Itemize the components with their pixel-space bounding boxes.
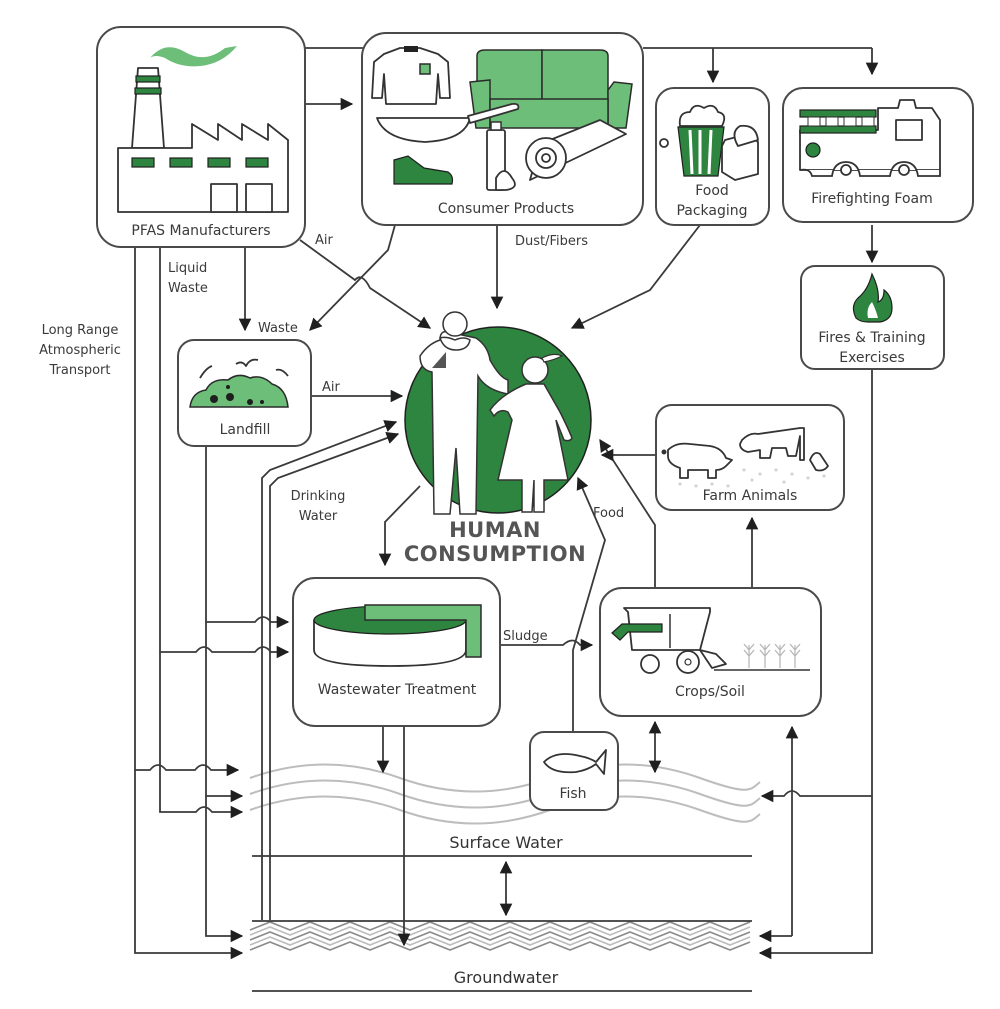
arrow-fires-to-groundwater — [758, 370, 873, 960]
node-firefighting-foam: Firefighting Foam — [782, 87, 974, 223]
node-label: PFAS Manufacturers — [131, 223, 270, 239]
node-pfas-manufacturers: PFAS Manufacturers — [96, 26, 306, 248]
arrow-landfill-to-groundwater — [205, 796, 244, 943]
node-food-packaging: Food Packaging — [655, 87, 770, 226]
family-icon — [419, 311, 573, 515]
node-wastewater-treatment: Wastewater Treatment — [292, 577, 501, 727]
edge-label-dust-fibers: Dust/Fibers — [515, 234, 588, 249]
node-landfill: Landfill — [177, 339, 312, 447]
arrow-liquid-waste-to-surface — [159, 652, 244, 819]
node-label-line2: Exercises — [839, 350, 905, 366]
edge-label-landfill-air: Air — [322, 380, 341, 395]
arrow-air-to-human — [299, 239, 432, 329]
arrow-consumer-to-landfill — [309, 224, 396, 331]
arrow-human-to-wastewater — [378, 485, 421, 567]
arrow-landfill-to-wastewater — [205, 446, 290, 629]
arrow-long-range-to-surface — [134, 245, 240, 777]
fish-icon — [543, 749, 607, 775]
groundwater-waves — [249, 921, 751, 951]
edge-label-long-range-1: Long Range — [42, 323, 119, 338]
farm-animals-icon — [661, 427, 829, 488]
node-label-line1: Fires & Training — [818, 330, 925, 346]
fire-truck-icon — [799, 99, 941, 177]
arrow-fish-food-to-human — [572, 476, 606, 732]
harvester-icon — [611, 607, 810, 674]
groundwater-wave-line — [249, 931, 751, 941]
landfill-icon — [189, 358, 289, 408]
line-drinking-water-2 — [269, 431, 400, 920]
node-label: Wastewater Treatment — [318, 682, 477, 698]
node-crops-soil: Crops/Soil — [599, 587, 822, 717]
node-label-line1: Food — [695, 183, 729, 199]
factory-icon — [117, 46, 289, 213]
node-label: Firefighting Foam — [811, 191, 933, 207]
edge-label-air: Air — [315, 233, 334, 248]
node-label: Crops/Soil — [675, 684, 745, 700]
groundwater-wave-line — [249, 941, 751, 951]
edge-label-drinking-water-2: Water — [299, 509, 338, 524]
edge-label-food: Food — [593, 506, 624, 521]
consumer-goods-icon — [371, 46, 633, 191]
popcorn-takeout-icon — [659, 104, 759, 181]
node-label-line1: HUMAN — [449, 518, 541, 542]
arrow-long-range-to-groundwater — [134, 770, 244, 960]
groundwater-label: Groundwater — [454, 968, 559, 987]
arrow-sludge-to-crops — [500, 638, 594, 652]
node-label: Landfill — [220, 422, 271, 438]
edge-label-liquid-waste-1: Liquid — [168, 261, 207, 276]
node-farm-animals: Farm Animals — [655, 404, 845, 511]
node-consumer-products: Consumer Products — [361, 32, 644, 226]
flame-icon — [852, 272, 893, 323]
treatment-tank-icon — [313, 604, 482, 667]
groundwater-wave-line — [249, 936, 751, 946]
node-fires-training: Fires & Training Exercises — [800, 265, 945, 370]
node-label-line2: Packaging — [676, 203, 747, 219]
node-human-consumption: HUMAN CONSUMPTION — [404, 311, 592, 566]
surface-water-label: Surface Water — [449, 833, 563, 852]
groundwater-wave-line — [249, 921, 751, 931]
node-label: Farm Animals — [703, 488, 798, 504]
node-label: Fish — [559, 786, 586, 802]
edge-label-drinking-water-1: Drinking — [291, 489, 346, 504]
node-label-line2: CONSUMPTION — [404, 542, 586, 566]
arrow-liquid-waste-to-wastewater — [159, 245, 290, 659]
surface-water-waves — [249, 763, 761, 825]
arrow-fires-to-surface — [760, 789, 872, 803]
groundwater-wave-line — [249, 926, 751, 936]
node-label: Consumer Products — [438, 201, 574, 217]
arrow-crops-to-human — [599, 438, 656, 588]
node-fish: Fish — [529, 731, 619, 811]
edge-label-sludge: Sludge — [503, 629, 548, 644]
edge-label-long-range-2: Atmospheric — [39, 343, 121, 358]
connectors — [134, 47, 879, 960]
edge-label-long-range-3: Transport — [48, 363, 110, 378]
line-drinking-water-1 — [261, 420, 398, 920]
edge-label-waste: Waste — [258, 321, 298, 336]
arrow-packaging-to-human — [570, 224, 701, 329]
edge-label-liquid-waste-2: Waste — [168, 281, 208, 296]
